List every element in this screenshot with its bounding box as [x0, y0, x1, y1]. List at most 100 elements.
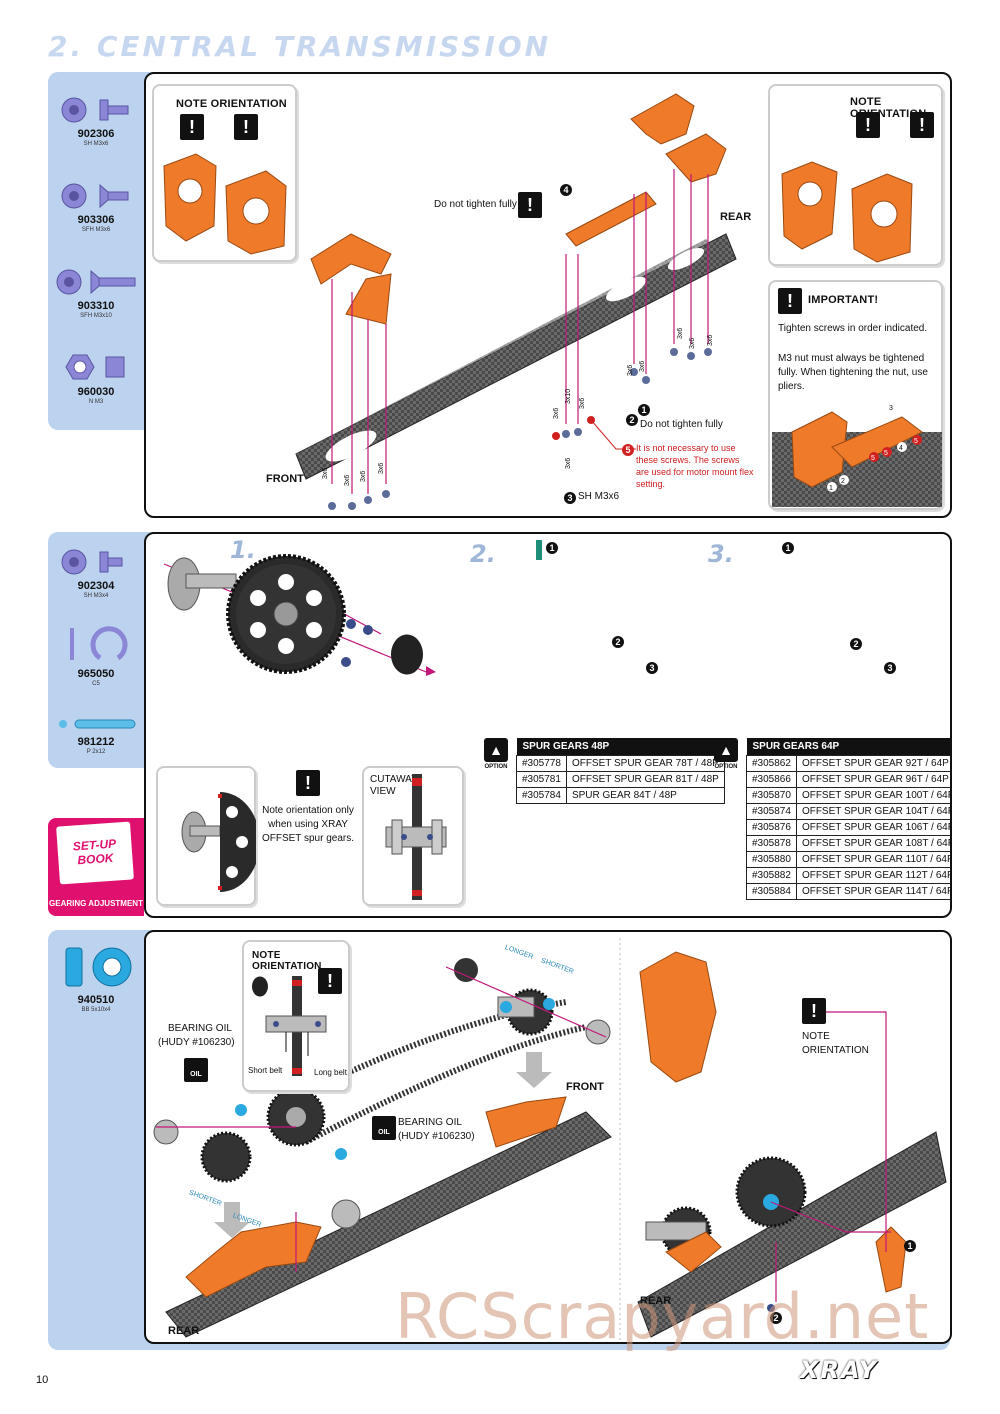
table-cell: #305870: [746, 787, 797, 804]
substep3-order-3: 3: [884, 662, 896, 674]
rear-label: REAR: [720, 211, 752, 223]
flat-head-screw-icon: [61, 183, 129, 209]
front-label: FRONT: [566, 1081, 604, 1093]
screw-size-label: 3x6: [322, 468, 329, 479]
thumbs-up-icon: ▲: [484, 738, 508, 762]
rear-label: REAR: [168, 1325, 200, 1337]
option-label: OPTION: [714, 764, 738, 770]
important-line2: M3 nut must always be tightened fully. W…: [778, 353, 928, 392]
part-965050: 965050 C5: [48, 624, 144, 687]
table-cell: OFFSET SPUR GEAR 96T / 64P: [795, 771, 950, 788]
option-badge-64p: ▲ OPTION: [714, 738, 738, 770]
table-cell: #305880: [746, 851, 797, 868]
oil-can-icon: OIL: [372, 1116, 396, 1140]
svg-text:2: 2: [841, 478, 845, 485]
part-940510: 940510 BB 5x10x4: [48, 944, 144, 1013]
substep3-order-2: 2: [850, 638, 862, 650]
table-cell: OFFSET SPUR GEAR 104T / 64P: [795, 803, 950, 820]
setup-book-badge[interactable]: SET-UP BOOK GEARING ADJUSTMENT: [48, 818, 144, 916]
svg-text:4: 4: [899, 445, 903, 452]
svg-text:3: 3: [889, 405, 893, 412]
screw-size-label: 3x6: [579, 398, 586, 409]
note-orientation-right: NOTE ORIENTATION: [802, 1031, 869, 1056]
oil-tag: OIL: [190, 1071, 202, 1078]
screw-size-label: 3x6: [553, 408, 560, 419]
oil-tag: OIL: [378, 1129, 390, 1136]
substep-3-number: 3.: [708, 540, 734, 568]
table-cell: #305878: [746, 835, 797, 852]
cutaway-label: CUTAWAY VIEW: [370, 774, 418, 797]
svg-text:1: 1: [829, 485, 833, 492]
step-order-5: 5: [622, 444, 634, 456]
cutaway-box: CUTAWAY VIEW: [362, 766, 464, 906]
setup-label: GEARING ADJUSTMENT: [49, 899, 143, 908]
step-order-3: 3: [564, 492, 576, 504]
svg-text:5: 5: [871, 455, 875, 462]
offset-note-text: Note orientation only when using XRAY OF…: [261, 805, 355, 844]
warning-icon: !: [910, 112, 934, 138]
part-number: 981212: [77, 736, 115, 748]
table-cell: OFFSET SPUR GEAR 78T / 48P: [565, 755, 725, 772]
warning-icon: !: [778, 288, 802, 314]
step3-order-2: 2: [770, 1312, 782, 1324]
red-note: It is not necessary to use these screws.…: [636, 443, 754, 489]
part-number: 940510: [77, 994, 115, 1006]
ball-bearing-icon: [65, 947, 132, 987]
table-title: SPUR GEARS 48P: [516, 738, 725, 756]
warning-icon: !: [180, 114, 204, 140]
important-box: ! IMPORTANT! Tighten screws in order ind…: [768, 280, 943, 510]
substep-1-number: 1.: [230, 536, 256, 564]
note-title: NOTE ORIENTATION: [176, 98, 287, 110]
part-desc: SFH M3x10: [80, 313, 112, 319]
table-cell: OFFSET SPUR GEAR 106T / 64P: [795, 819, 950, 836]
step-order-1: 1: [638, 404, 650, 416]
belt-orientation-illustration: [252, 976, 327, 1076]
table-cell: OFFSET SPUR GEAR 100T / 64P: [795, 787, 950, 804]
bulkhead-illustration: [781, 161, 913, 263]
spur-gear-assembly-illustration: [163, 540, 542, 676]
chassis-assembly-illustration: 3x6 3x6 3x6 3x6 3x6 3x10 3x6 3x6 3x6 3x6…: [295, 93, 737, 510]
table-cell: SPUR GEAR 84T / 48P: [565, 787, 725, 804]
screw-size-label: 3x6: [378, 463, 385, 474]
table-title: SPUR GEARS 64P: [746, 738, 950, 756]
part-desc: BB 5x10x4: [81, 1007, 111, 1013]
watermark: RCScrapyard.net: [395, 1280, 930, 1353]
table-cell: OFFSET SPUR GEAR 92T / 64P: [795, 755, 950, 772]
do-not-tighten-top: Do not tighten fully: [434, 199, 517, 210]
part-number: 960030: [77, 386, 115, 398]
warning-icon: !: [802, 998, 826, 1024]
part-number: 903306: [77, 214, 115, 226]
screw-size-label: 3x6: [677, 328, 684, 339]
table-cell: #305866: [746, 771, 797, 788]
part-960030: 960030 N M3: [48, 352, 144, 405]
e-clip-icon: [70, 626, 128, 661]
long-belt-label: Long belt: [314, 1068, 347, 1077]
warning-icon: !: [234, 114, 258, 140]
table-cell: OFFSET SPUR GEAR 108T / 64P: [795, 835, 950, 852]
part-desc: P 2x12: [86, 749, 106, 755]
part-number: 965050: [77, 668, 115, 680]
screw-size-label: 3x6: [565, 458, 572, 469]
table-cell: #305884: [746, 883, 797, 900]
screw-size-label: 3x6: [344, 475, 351, 486]
short-belt-label: Short belt: [248, 1066, 283, 1075]
screw-size-label: 3x6: [360, 471, 367, 482]
part-desc: C5: [92, 681, 100, 687]
part-desc: SFH M3x6: [81, 227, 111, 233]
setup-book-icon: SET-UP BOOK: [56, 821, 134, 885]
table-cell: OFFSET SPUR GEAR 110T / 64P: [795, 851, 950, 868]
substep-2-number: 2.: [470, 540, 496, 568]
table-cell: OFFSET SPUR GEAR 112T / 64P: [795, 867, 950, 884]
warning-icon: !: [856, 112, 880, 138]
part-981212: 981212 P 2x12: [48, 716, 144, 755]
offset-gear-note: [156, 766, 256, 906]
part-903310: 903310 SFH M3x10: [48, 268, 144, 319]
part-number: 903310: [77, 300, 115, 312]
